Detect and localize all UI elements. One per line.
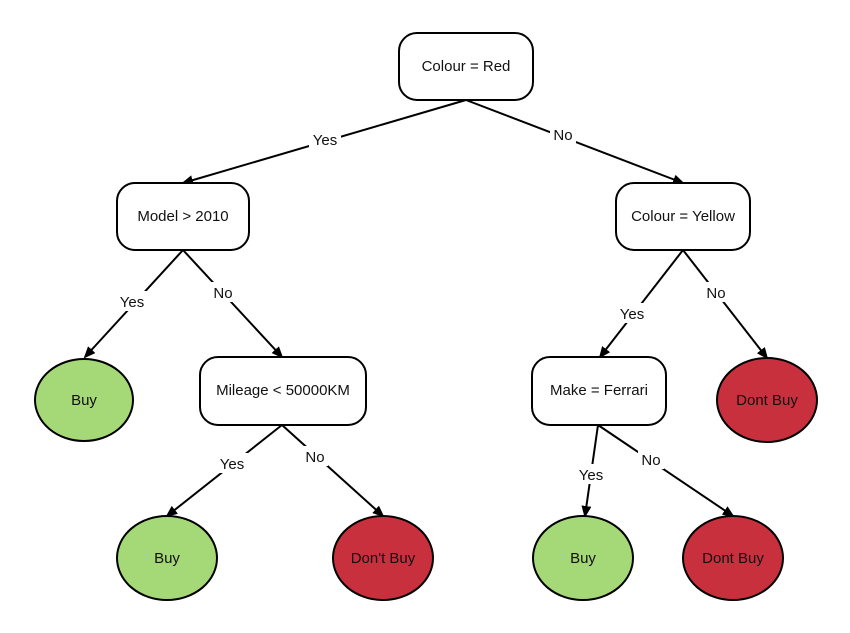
svg-text:Yes: Yes: [313, 132, 337, 149]
svg-text:Colour = Red: Colour = Red: [422, 58, 511, 75]
edge-label-model-no: No: [210, 282, 236, 302]
svg-text:No: No: [706, 285, 725, 302]
svg-text:No: No: [305, 449, 324, 466]
edge-label-model-yes: Yes: [116, 291, 148, 311]
edge-yellow-to-dontbuy: [682, 249, 769, 360]
edge-make-to-dontbuy: [597, 424, 735, 518]
svg-text:Don't Buy: Don't Buy: [351, 550, 416, 567]
leaf-dont-buy: Dont Buy: [716, 357, 818, 443]
node-colour-red: Colour = Red: [398, 32, 534, 101]
svg-text:Mileage < 50000KM: Mileage < 50000KM: [216, 382, 350, 399]
svg-text:Yes: Yes: [579, 467, 603, 484]
edge-mileage-to-dontbuy: [281, 424, 385, 518]
svg-text:Model > 2010: Model > 2010: [137, 208, 228, 225]
node-mileage: Mileage < 50000KM: [199, 356, 367, 426]
edge-model-to-mileage: [182, 249, 284, 359]
svg-text:No: No: [641, 452, 660, 469]
node-model-gt-2010: Model > 2010: [116, 182, 250, 251]
svg-text:No: No: [553, 127, 572, 144]
svg-text:Dont Buy: Dont Buy: [702, 550, 764, 567]
node-make-ferrari: Make = Ferrari: [531, 356, 667, 426]
edge-label-mileage-no: No: [302, 446, 328, 466]
svg-text:Yes: Yes: [120, 294, 144, 311]
leaf-buy: Buy: [532, 515, 634, 601]
svg-text:Make = Ferrari: Make = Ferrari: [550, 382, 648, 399]
svg-text:Buy: Buy: [154, 550, 180, 567]
edge-label-root-no: No: [550, 124, 576, 144]
edge-label-make-no: No: [638, 449, 664, 469]
leaf-dont-buy: Dont Buy: [682, 515, 784, 601]
node-colour-yellow: Colour = Yellow: [615, 182, 751, 251]
edge-label-root-yes: Yes: [309, 129, 341, 149]
svg-text:Yes: Yes: [620, 306, 644, 323]
edge-label-yellow-no: No: [703, 282, 729, 302]
edge-label-mileage-yes: Yes: [216, 453, 248, 473]
svg-text:No: No: [213, 285, 232, 302]
leaf-dont-buy: Don't Buy: [332, 515, 434, 601]
edge-label-make-yes: Yes: [575, 464, 607, 484]
svg-text:Buy: Buy: [71, 392, 97, 409]
svg-text:Colour = Yellow: Colour = Yellow: [631, 208, 735, 225]
svg-text:Buy: Buy: [570, 550, 596, 567]
leaf-buy: Buy: [116, 515, 218, 601]
svg-text:Dont Buy: Dont Buy: [736, 392, 798, 409]
edge-label-yellow-yes: Yes: [616, 303, 648, 323]
svg-text:Yes: Yes: [220, 456, 244, 473]
leaf-buy: Buy: [34, 358, 134, 442]
